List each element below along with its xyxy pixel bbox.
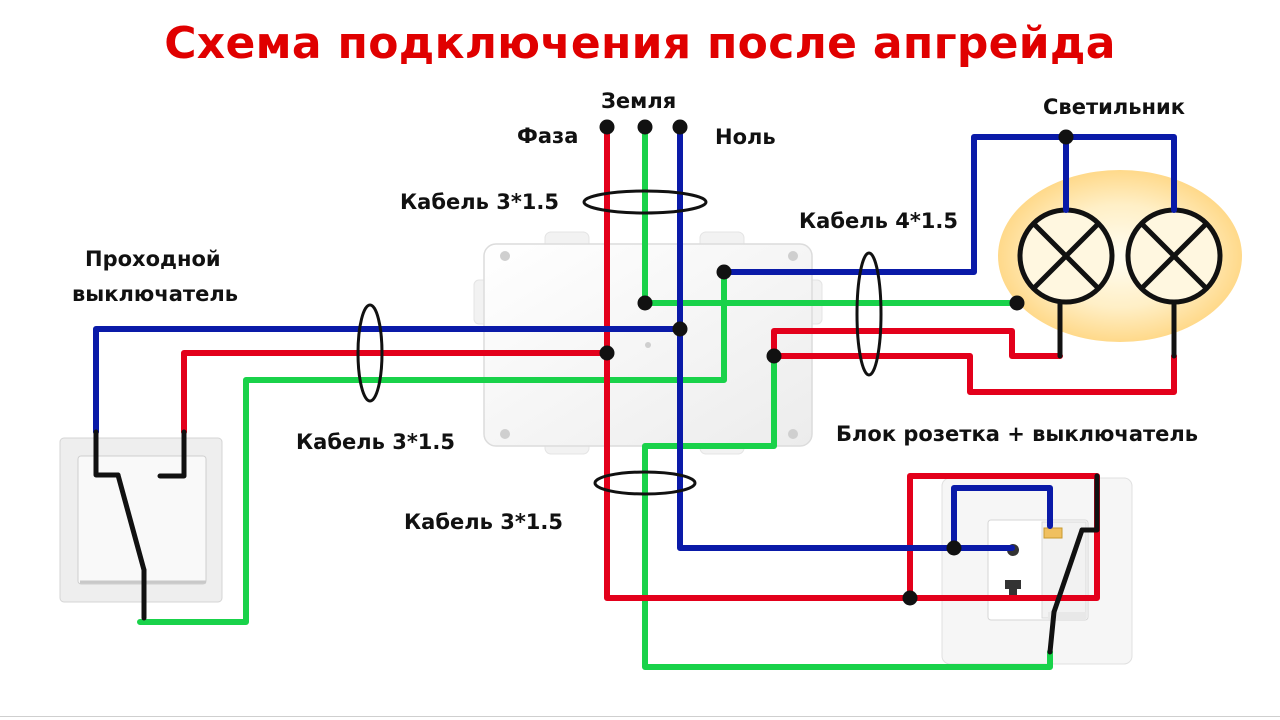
cable-ring-lamp <box>855 251 883 377</box>
cable-rings <box>356 189 883 496</box>
label-ground: Земля <box>601 89 677 113</box>
pass-through-switch-icon <box>59 437 223 603</box>
page-title: Схема подключения после апгрейда <box>164 18 1116 69</box>
label-switch-line1: Проходной <box>85 247 221 271</box>
label-cable-block: Кабель 3*1.5 <box>404 510 564 534</box>
cable-ring-input <box>582 189 708 215</box>
label-cable-lamp: Кабель 4*1.5 <box>799 209 959 233</box>
label-neutral: Ноль <box>715 125 776 149</box>
ground-wires <box>137 124 1053 670</box>
label-cable-switch: Кабель 3*1.5 <box>296 430 456 454</box>
neutral-wires <box>93 124 1177 551</box>
switch-wires <box>93 299 1177 655</box>
label-switch-line2: выключатель <box>72 282 238 306</box>
label-lamp: Светильник <box>1043 95 1185 119</box>
label-phase: Фаза <box>517 124 579 148</box>
label-cable-input: Кабель 3*1.5 <box>400 190 560 214</box>
cable-ring-block <box>593 470 697 496</box>
socket-switch-block-icon <box>941 477 1133 665</box>
label-block: Блок розетка + выключатель <box>836 422 1199 446</box>
lamp-icon <box>998 170 1242 342</box>
phase-wires <box>181 124 1177 601</box>
junction-dots <box>599 119 1074 606</box>
cable-ring-switch <box>356 303 384 403</box>
bottom-divider <box>0 716 1280 717</box>
